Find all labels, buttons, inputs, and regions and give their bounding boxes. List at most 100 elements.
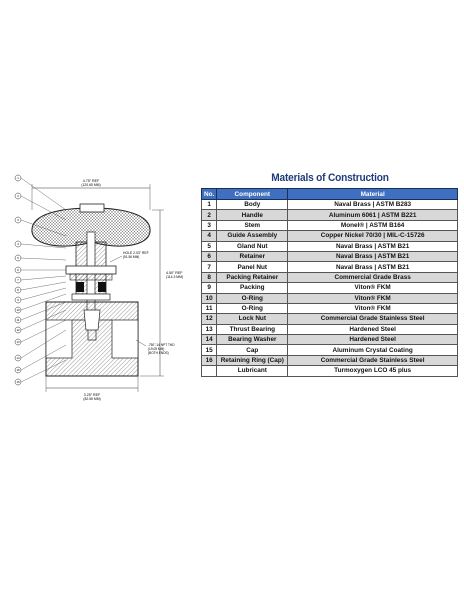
top-width-dim: 4.75" REF [83, 179, 100, 183]
cell-component: Thrust Bearing [216, 323, 289, 336]
callout-number: 3 [17, 218, 19, 222]
hole-dim: HOLE 2.03" REF [123, 251, 149, 255]
top-width-dim-mm: (120.65 MM) [81, 183, 100, 187]
cell-component: Guide Assembly [216, 230, 289, 242]
cell-no: 4 [200, 230, 218, 242]
callout-leader [20, 257, 67, 261]
cell-no [200, 365, 218, 377]
cell-component: Retainer [216, 250, 289, 263]
cell-component: Stem [216, 219, 289, 232]
port-dim-note: (BOTH ENDS) [148, 351, 169, 355]
cell-no: 6 [200, 250, 218, 263]
cell-material: Naval Brass | ASTM B21 [287, 250, 458, 263]
bottom-width-dim: 3.25" REF [84, 393, 101, 397]
cell-no: 15 [200, 344, 218, 356]
hole-dim-mm: (51.56 MM) [123, 255, 139, 259]
cell-no: 14 [200, 334, 218, 346]
callout-number: 2 [17, 194, 19, 198]
callout-number: 9 [17, 298, 19, 302]
callout-leader [20, 281, 67, 291]
cell-material: Naval Brass | ASTM B21 [287, 240, 458, 252]
callout-leader [20, 301, 67, 321]
callout-leader [20, 344, 67, 371]
callout-leader [20, 243, 67, 249]
cell-material: Aluminum Crystal Coating [287, 344, 458, 356]
cell-component: Handle [216, 209, 289, 221]
cell-component: Lock Nut [216, 313, 289, 325]
cell-component: Cap [216, 344, 289, 356]
cell-component: Lubricant [216, 365, 289, 377]
header-no: No. [200, 188, 218, 200]
callout-leader [20, 177, 67, 211]
cell-material: Monel® | ASTM B164 [287, 219, 458, 232]
cell-material: Viton® FKM [287, 282, 458, 294]
cell-no: 12 [200, 313, 218, 325]
cell-material: Viton® FKM [287, 302, 458, 315]
cell-component: Bearing Washer [216, 334, 289, 346]
cell-component: Packing Retainer [216, 271, 289, 284]
bottom-width-dim-mm: (82.55 MM) [83, 397, 100, 401]
height-dim-mm: (114.3 MM) [166, 275, 183, 279]
callout-number: 8 [17, 288, 19, 292]
cell-component: Body [216, 198, 289, 211]
cell-component: Packing [216, 282, 289, 294]
cell-no: 9 [200, 282, 218, 294]
cell-component: O-Ring [216, 292, 289, 304]
callout-leader [20, 293, 67, 311]
callout-number: 7 [17, 278, 19, 282]
callout-number: 1 [17, 176, 19, 180]
cell-material: Commercial Grade Stainless Steel [287, 313, 458, 325]
cell-material: Hardened Steel [287, 323, 458, 336]
cell-material: Aluminum 6061 | ASTM B221 [287, 209, 458, 221]
cell-no: 8 [200, 271, 218, 284]
callout-number: 16 [16, 380, 20, 384]
cell-no: 7 [200, 261, 218, 273]
callout-leader [20, 287, 67, 301]
callout-leader [20, 329, 67, 359]
cell-no: 13 [200, 323, 218, 336]
callout-leader [20, 275, 67, 281]
callout-leader [20, 309, 67, 331]
table-header-row: No. Component Material [200, 188, 458, 200]
cell-material: Naval Brass | ASTM B21 [287, 261, 458, 273]
header-material: Material [287, 188, 458, 200]
cell-material: Naval Brass | ASTM B283 [287, 198, 458, 211]
callout-number: 12 [16, 328, 20, 332]
callout-number: 10 [16, 308, 20, 312]
cell-material: Commercial Grade Brass [287, 271, 458, 284]
cell-material: Commercial Grade Stainless Steel [287, 354, 458, 367]
callout-number: 13 [16, 340, 20, 344]
callout-leader [20, 359, 67, 383]
cell-component: Retaining Ring (Cap) [216, 354, 289, 367]
port-dim-mm: (19.05 MM) [148, 347, 164, 351]
cell-no: 1 [200, 198, 218, 211]
callout-number: 15 [16, 368, 20, 372]
cell-material: Turmoxygen LCO 45 plus [287, 365, 458, 377]
cell-material: Viton® FKM [287, 292, 458, 304]
callout-number: 6 [17, 268, 19, 272]
callout-number: 14 [16, 356, 20, 360]
cell-no: 10 [200, 292, 218, 304]
callout-number: 11 [17, 318, 20, 322]
cell-no: 3 [200, 219, 218, 232]
cell-material: Copper Nickel 70/30 | MIL-C-15726 [287, 230, 458, 242]
cell-no: 16 [200, 354, 218, 367]
cell-no: 11 [200, 302, 218, 315]
